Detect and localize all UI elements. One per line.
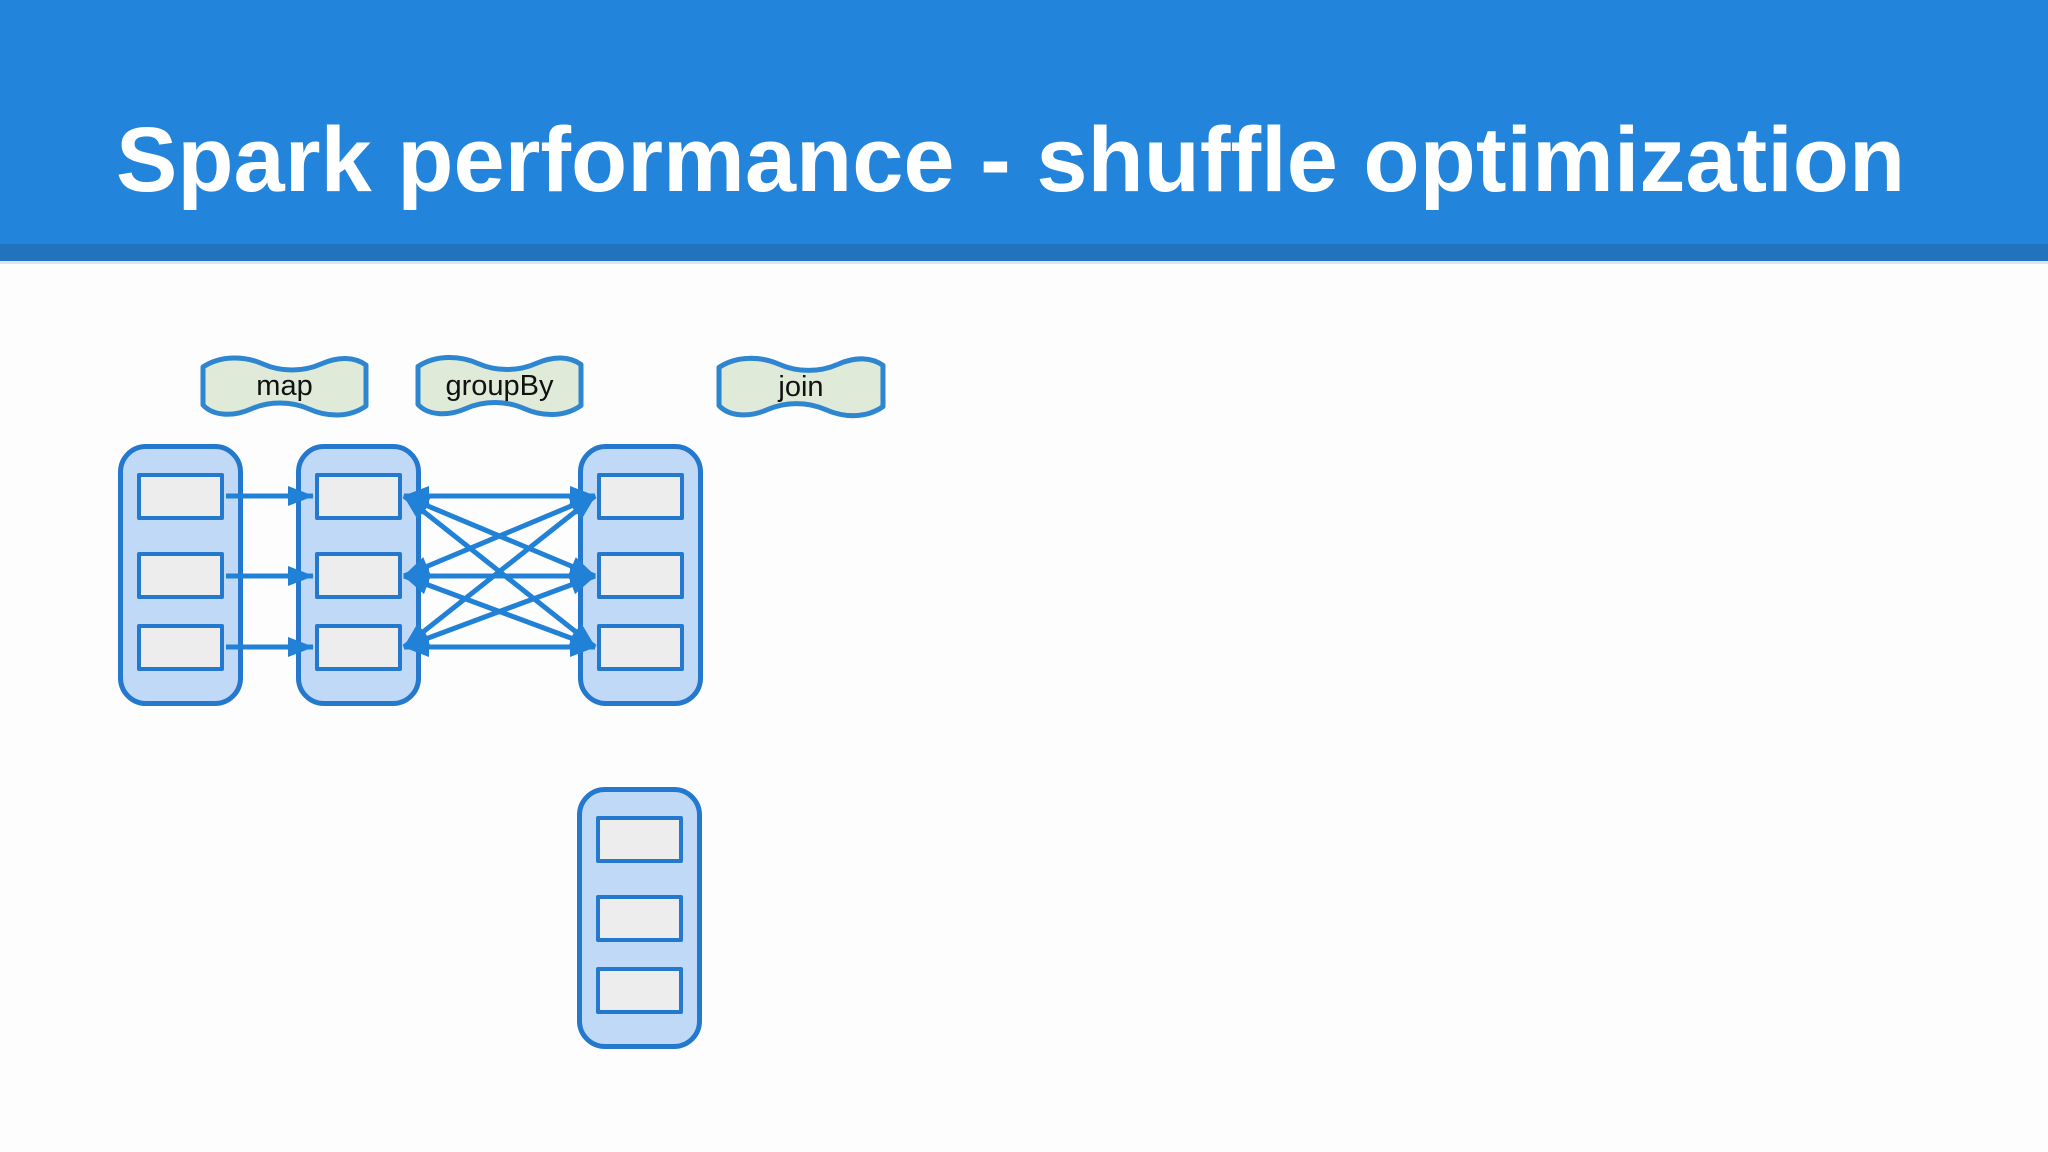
shuffle-arrow (403, 493, 596, 579)
partition-box (315, 473, 402, 520)
slide-header: Spark performance - shuffle optimization (0, 0, 2048, 244)
partition-box (315, 552, 402, 599)
partition-box (315, 624, 402, 671)
partition-box (596, 895, 683, 942)
partition-box (596, 967, 683, 1014)
shuffle-arrow (403, 573, 596, 650)
partition-box (137, 624, 224, 671)
stage-label-text: join (778, 370, 824, 403)
partition-box (137, 473, 224, 520)
rdd-3-container (578, 444, 703, 706)
header-accent-strip (0, 244, 2048, 261)
rdd-2-container (296, 444, 421, 706)
stage-label-text: map (256, 370, 313, 402)
shuffle-arrow (403, 493, 596, 579)
header-underline (0, 261, 2048, 264)
slide-title: Spark performance - shuffle optimization (116, 109, 1906, 211)
partition-box (137, 552, 224, 599)
partition-box (597, 624, 684, 671)
partition-box (597, 473, 684, 520)
shuffle-arrow (402, 494, 597, 649)
stage-label-map: map (199, 353, 370, 420)
wave-shape-icon (415, 355, 584, 417)
partition-box (597, 552, 684, 599)
partition-box (596, 816, 683, 863)
rdd-4-container (577, 787, 702, 1049)
wave-shape-icon (716, 355, 886, 419)
shuffle-arrow (402, 494, 597, 649)
stage-label-join: join (715, 353, 887, 421)
wave-shape-icon (200, 355, 369, 418)
stage-label-text: groupBy (445, 369, 554, 402)
stage-label-groupby: groupBy (414, 352, 585, 420)
shuffle-arrow (403, 573, 596, 650)
rdd-1-container (118, 444, 243, 706)
